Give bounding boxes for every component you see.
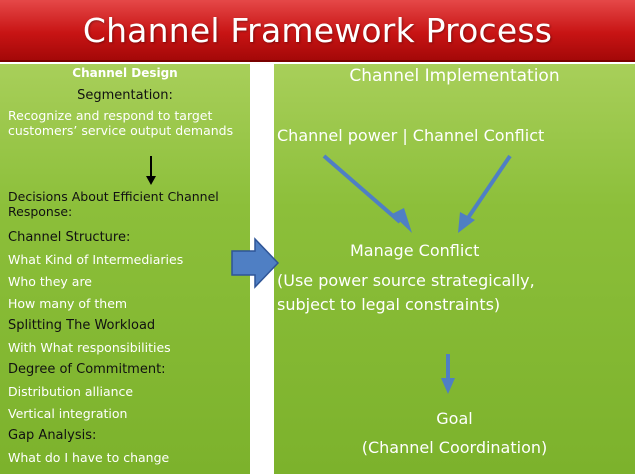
structure-item: Who they are [8,274,93,289]
segmentation-label: Segmentation: [77,88,173,103]
manage-note-line1: (Use power source strategically, [277,271,535,290]
flow-arrows [322,154,512,394]
decisions-text: Decisions About Efficient Channel Respon… [8,189,219,219]
left-diagonal-arrow [322,154,402,224]
goal-note: (Channel Coordination) [361,438,548,457]
splitting-workload-label: Splitting The Workload [8,318,156,333]
segmentation-text: Recognize and respond to target customer… [8,108,234,138]
right-block-arrow [231,237,280,289]
channel-design-panel [0,64,250,474]
title-bar: Channel Framework Process [0,0,635,62]
left-diagonal-arrowhead [392,208,412,233]
degree-of-commitment-label: Degree of Commitment: [8,362,166,377]
structure-item: What Kind of Intermediaries [8,252,184,267]
manage-conflict-text: Manage Conflict [350,241,480,260]
gap-item: What do I have to change [8,450,170,465]
channel-implementation-heading: Channel Implementation [349,66,560,86]
manage-note-line2: subject to legal constraints) [277,295,501,314]
goal-text: Goal [436,409,473,428]
commitment-item: Vertical integration [8,406,128,421]
channel-structure-label: Channel Structure: [8,230,131,245]
structure-item: How many of them [8,296,128,311]
power-conflict-text: Channel power | Channel Conflict [277,126,545,145]
down-arrow [146,156,156,185]
workload-item: With What responsibilities [8,340,171,355]
channel-implementation-panel [274,64,635,474]
gap-analysis-label: Gap Analysis: [8,428,97,443]
right-diagonal-arrow [466,154,512,220]
channel-design-heading: Channel Design [72,66,178,80]
right-diagonal-arrowhead [458,212,475,233]
down-small-arrowhead [441,378,455,394]
page-title: Channel Framework Process [82,10,553,50]
commitment-item: Distribution alliance [8,384,134,399]
